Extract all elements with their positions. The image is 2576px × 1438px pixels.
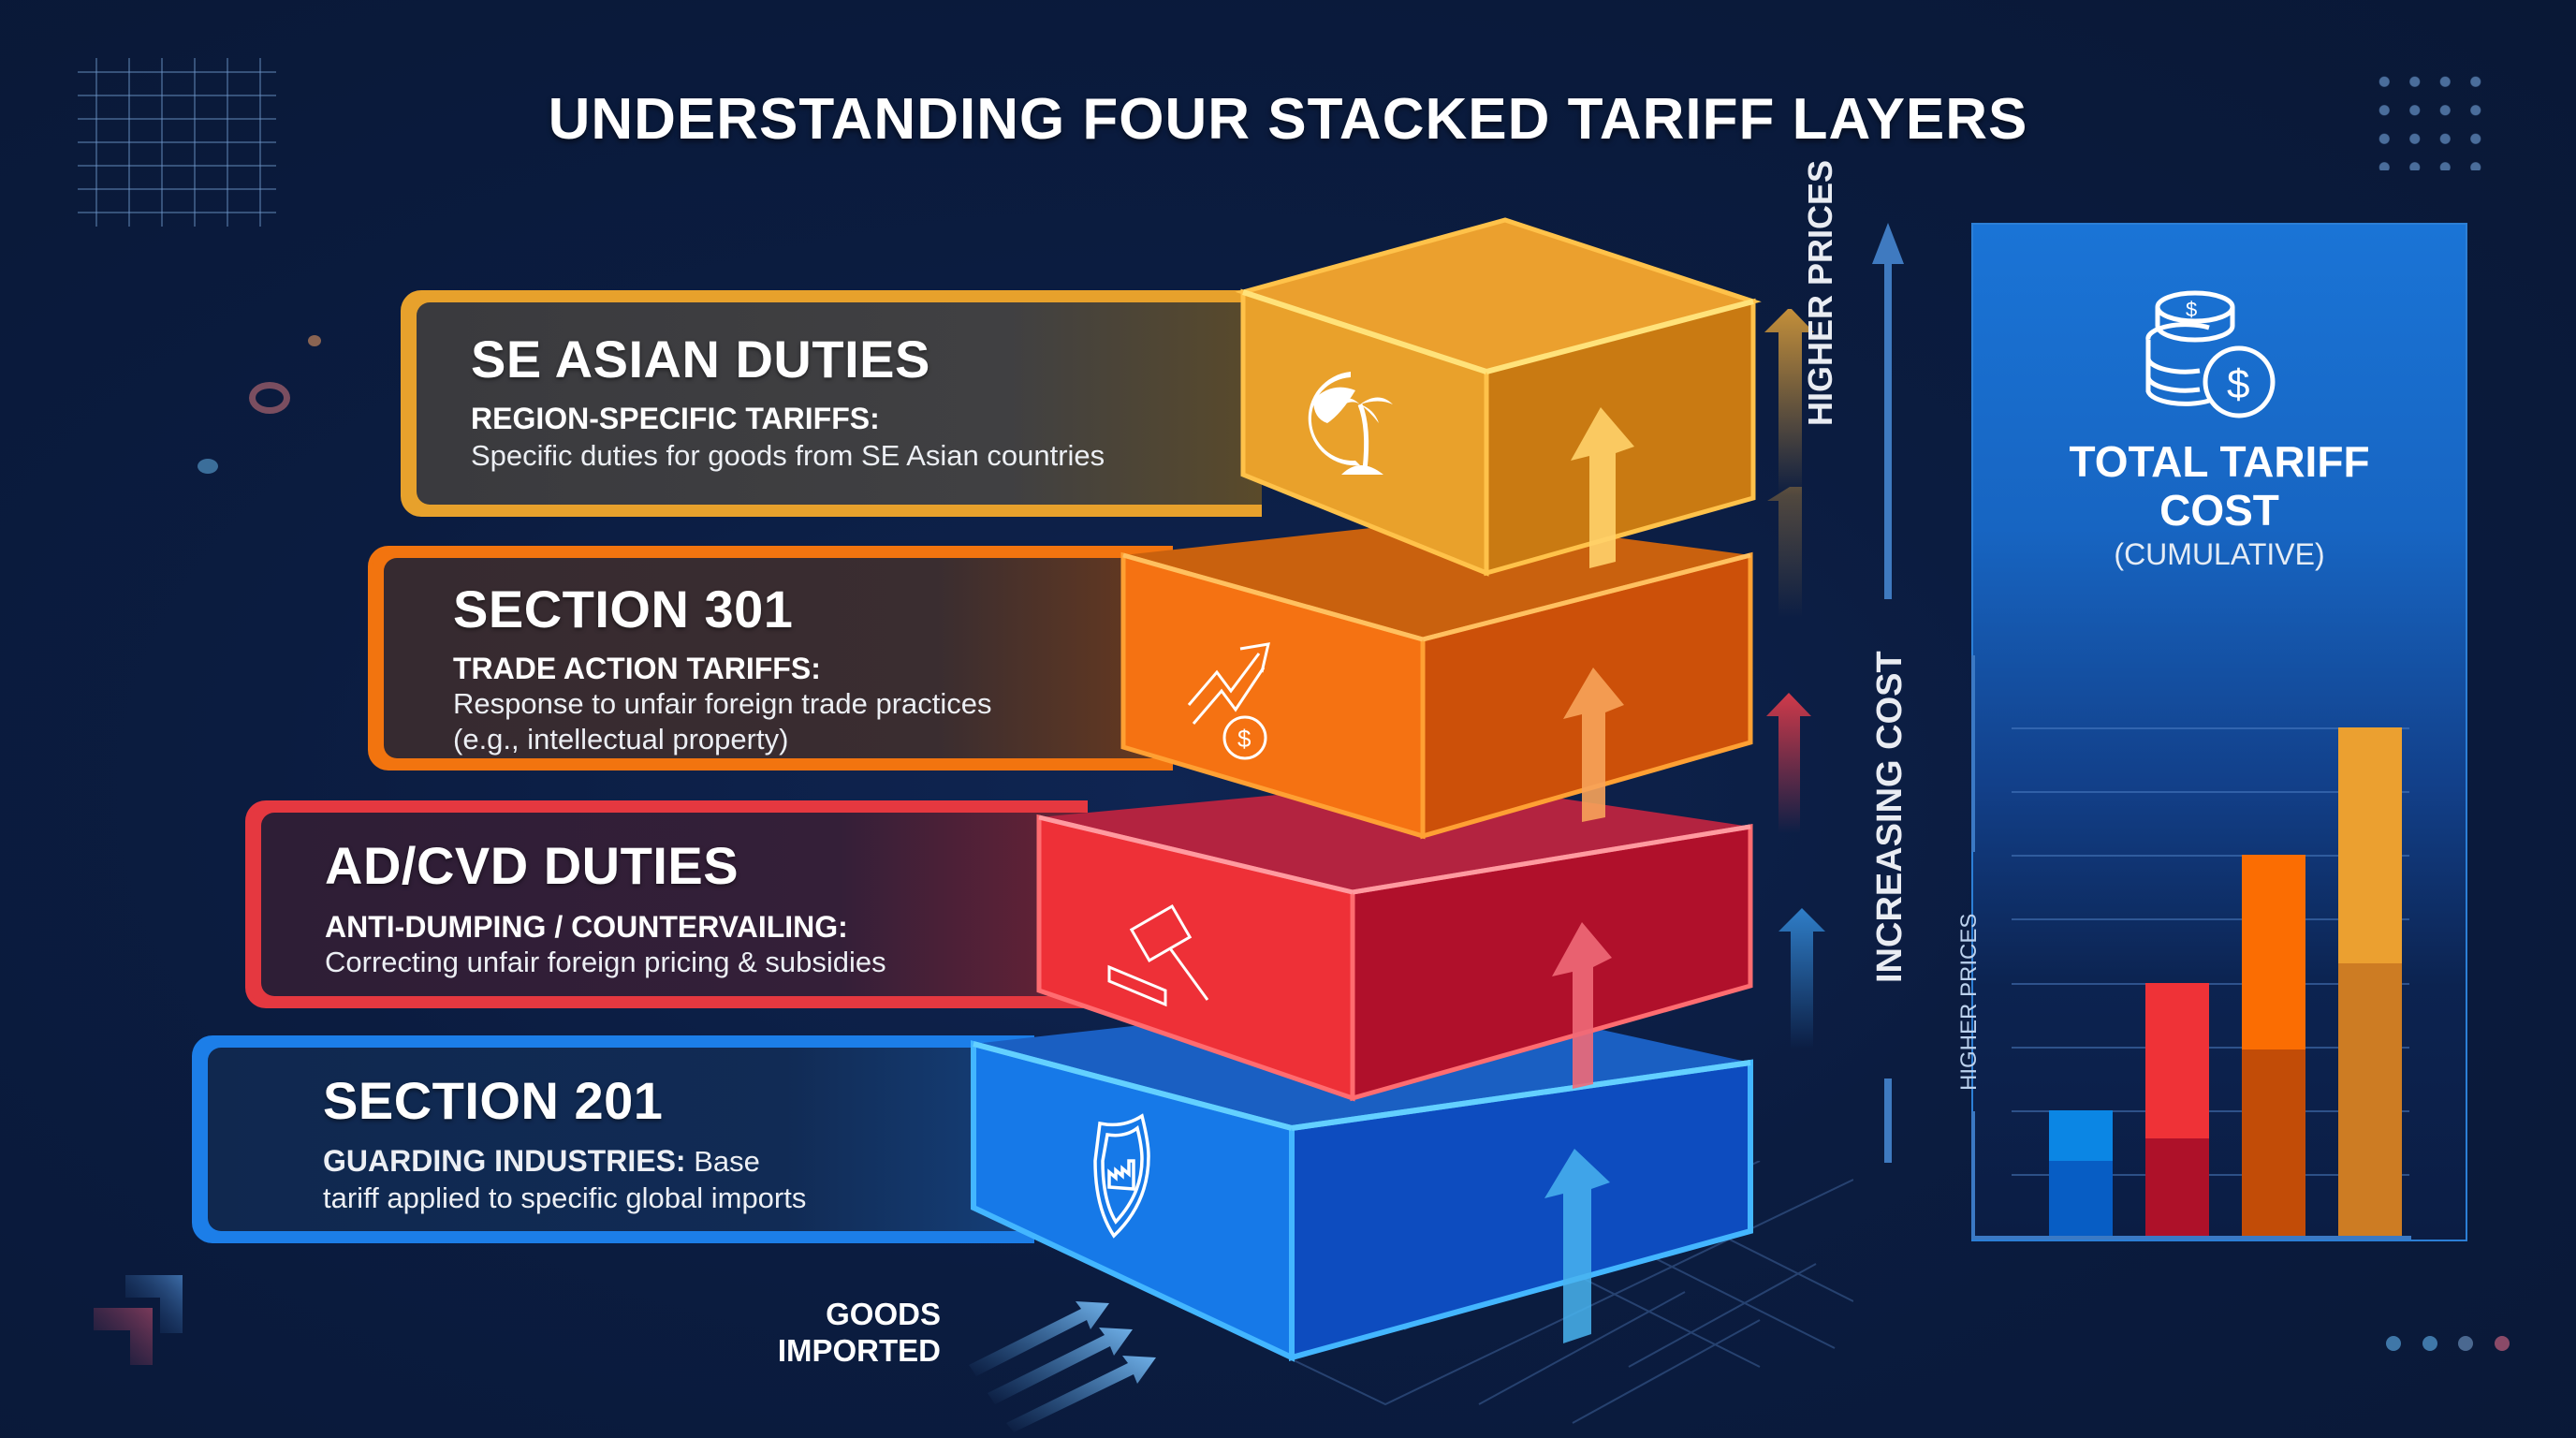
layer-subtitle: TRADE ACTION TARIFFS: bbox=[453, 652, 821, 685]
chart-gridline bbox=[2012, 982, 2409, 985]
decorative-dot-1 bbox=[2386, 1336, 2401, 1351]
chart-plot-area bbox=[2012, 727, 2433, 1238]
layer-title: AD/CVD DUTIES bbox=[325, 836, 739, 895]
chart-bar-segment bbox=[2338, 963, 2402, 1238]
chart-gridline bbox=[2012, 855, 2409, 858]
trend-up-dollar-icon: $ bbox=[1187, 642, 1270, 760]
chart-gridline bbox=[2012, 1109, 2409, 1112]
chart-bar-segment bbox=[2242, 855, 2305, 1050]
layer-title: SECTION 201 bbox=[323, 1071, 664, 1130]
layer-subtitle: REGION-SPECIFIC TARIFFS: bbox=[471, 402, 880, 435]
chart-gridline bbox=[2012, 791, 2409, 794]
decorative-dot-3 bbox=[2458, 1336, 2473, 1351]
up-arrow-icon bbox=[1563, 668, 1624, 822]
goods-imported-line2: IMPORTED bbox=[777, 1333, 941, 1368]
chart-bar-segment bbox=[2242, 1049, 2305, 1238]
coin-stack-dollar-icon: $ $ bbox=[2145, 290, 2276, 418]
decorative-dot-4 bbox=[2495, 1336, 2510, 1351]
total-tariff-title-line2: COST bbox=[2159, 486, 2279, 535]
layer-box-ad-cvd bbox=[1036, 780, 1753, 1102]
layer-box-se-asian bbox=[1235, 217, 1762, 577]
chart-gridline bbox=[2012, 1046, 2409, 1049]
layer-description: Specific duties for goods from SE Asian … bbox=[471, 439, 1105, 472]
total-tariff-subtitle: (CUMULATIVE) bbox=[2114, 537, 2325, 571]
layer-title: SECTION 301 bbox=[453, 580, 794, 638]
total-tariff-title-line1: TOTAL TARIFF bbox=[2069, 437, 2370, 486]
goods-imported-line1: GOODS bbox=[826, 1297, 941, 1331]
globe-palm-tree-icon bbox=[1308, 372, 1393, 475]
chart-x-axis-line bbox=[1971, 1236, 2411, 1240]
layer-subtitle-tail: Base bbox=[694, 1145, 760, 1178]
goods-imported-label: GOODS IMPORTED bbox=[730, 1296, 941, 1369]
chart-bar-segment bbox=[2049, 1161, 2113, 1238]
higher-prices-label: HIGHER PRICES bbox=[1801, 159, 1839, 426]
page-title: UNDERSTANDING FOUR STACKED TARIFF LAYERS bbox=[548, 87, 2028, 152]
chart-bar-segment bbox=[2145, 1138, 2209, 1238]
layer-description: tariff applied to specific global import… bbox=[323, 1181, 807, 1214]
shield-factory-icon bbox=[1093, 1113, 1150, 1239]
decorative-ring bbox=[249, 382, 290, 414]
gavel-icon bbox=[1107, 903, 1209, 1007]
layer-description-line1: Response to unfair foreign trade practic… bbox=[453, 687, 992, 720]
layer-description: Correcting unfair foreign pricing & subs… bbox=[325, 946, 886, 978]
up-arrow-icon bbox=[1552, 922, 1612, 1089]
decorative-dot-grid bbox=[2369, 67, 2500, 170]
incoming-goods-arrows bbox=[969, 1301, 1156, 1432]
side-price-arrows bbox=[1764, 309, 1825, 1049]
chart-gridline bbox=[2012, 918, 2409, 921]
layer-subtitle: ANTI-DUMPING / COUNTERVAILING: bbox=[325, 910, 848, 944]
layer-panel-section-201: SECTION 201 GUARDING INDUSTRIES: Base ta… bbox=[192, 1035, 1034, 1243]
increasing-cost-arrow bbox=[1872, 223, 1904, 1163]
up-arrow-icon bbox=[1544, 1149, 1610, 1343]
cumulative-bar-chart: HIGHER PRICES bbox=[1956, 655, 2514, 1255]
decorative-dot-blue bbox=[198, 459, 218, 474]
increasing-cost-label: INCREASING COST bbox=[1870, 651, 1910, 983]
decorative-corner-chevrons bbox=[94, 1275, 183, 1365]
layer-subtitle-line: GUARDING INDUSTRIES: Base bbox=[323, 1143, 760, 1180]
layer-description-line2: (e.g., intellectual property) bbox=[453, 723, 789, 756]
decorative-grid bbox=[78, 58, 276, 227]
layer-panel-section-301: SECTION 301 TRADE ACTION TARIFFS: Respon… bbox=[368, 546, 1173, 770]
svg-text:$: $ bbox=[2227, 361, 2249, 407]
chart-bar-segment bbox=[2145, 982, 2209, 1139]
decorative-dot-2 bbox=[2422, 1336, 2437, 1351]
up-arrow-red-icon bbox=[1766, 693, 1811, 833]
chart-y-axis-line bbox=[1971, 655, 1975, 852]
up-arrow-icon bbox=[1571, 407, 1634, 568]
layer-panel-ad-cvd: AD/CVD DUTIES ANTI-DUMPING / COUNTERVAIL… bbox=[245, 800, 1088, 1008]
decorative-dot-orange bbox=[308, 335, 321, 346]
layer-box-section-301: $ bbox=[1120, 518, 1753, 840]
chart-y-axis-line-lower bbox=[1971, 1111, 1975, 1238]
chart-gridline bbox=[2012, 1173, 2409, 1176]
chart-bar-segment bbox=[2338, 727, 2402, 964]
svg-text:$: $ bbox=[1237, 725, 1251, 753]
up-arrow-blue-icon bbox=[1778, 908, 1825, 1049]
chart-gridline bbox=[2012, 727, 2409, 729]
svg-text:$: $ bbox=[2186, 298, 2197, 321]
up-arrow-gold-icon bbox=[1764, 309, 1814, 496]
chart-bar-segment bbox=[2049, 1109, 2113, 1162]
chart-y-axis-label: HIGHER PRICES bbox=[1956, 913, 1982, 1091]
layer-subtitle: GUARDING INDUSTRIES: bbox=[323, 1144, 686, 1178]
layer-title: SE ASIAN DUTIES bbox=[471, 330, 930, 389]
layer-panel-se-asian: SE ASIAN DUTIES REGION-SPECIFIC TARIFFS:… bbox=[401, 290, 1262, 517]
